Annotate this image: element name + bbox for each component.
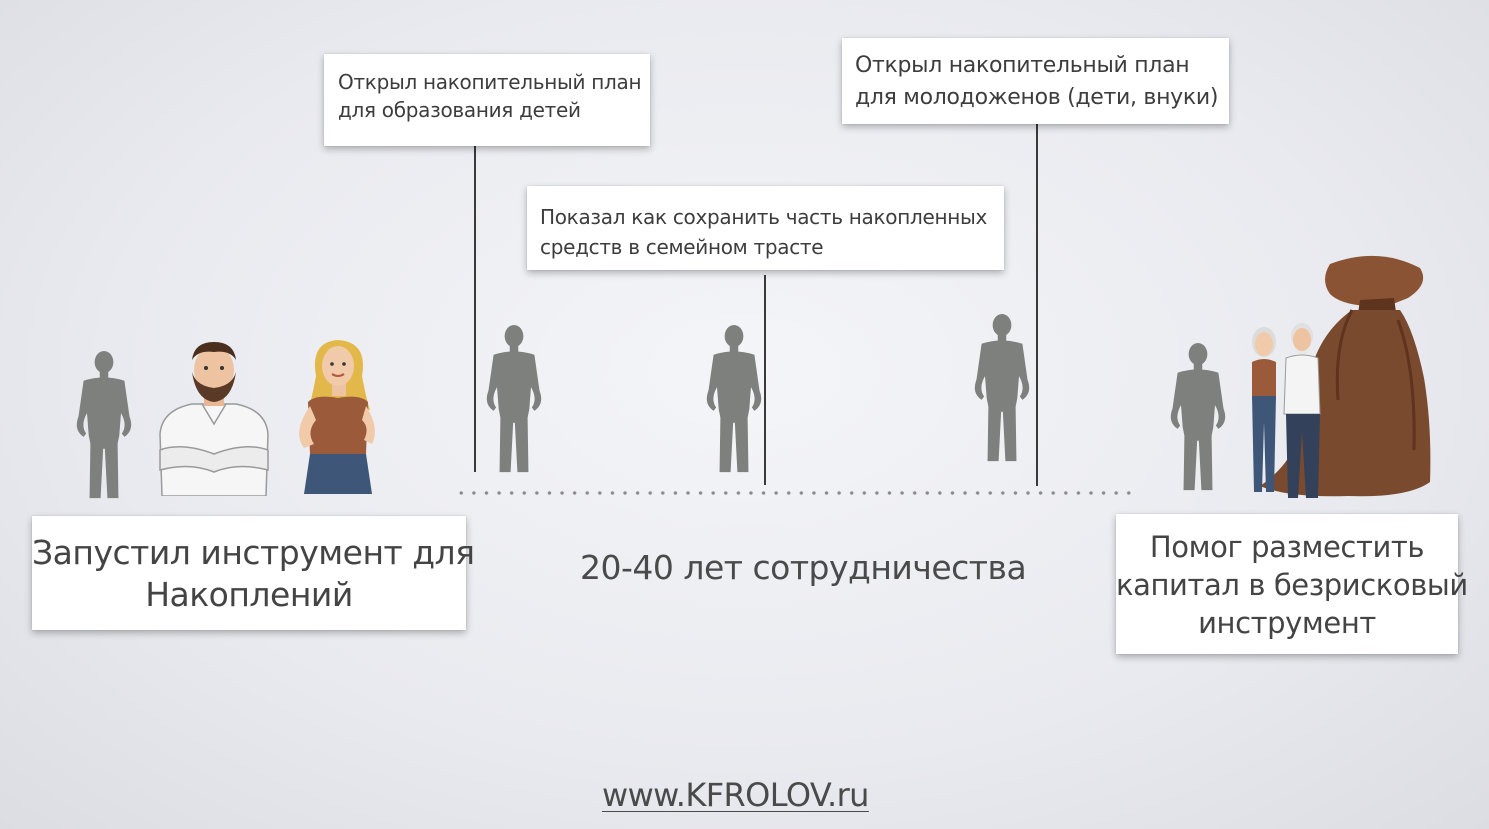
note-education-plan: Открыл накопительный план для образовани… — [324, 54, 650, 146]
website-link[interactable]: www.KFROLOV.ru — [602, 776, 869, 814]
note-line: для молодоженов (дети, внуки) — [855, 85, 1219, 110]
note-line: Открыл накопительный план — [338, 70, 642, 94]
start-box-line: Накоплений — [145, 575, 353, 614]
note-newlyweds-plan: Открыл накопительный план для молодожено… — [842, 38, 1229, 124]
blonde-woman-illustration — [299, 340, 375, 494]
duration-label: 20-40 лет сотрудничества — [580, 548, 1027, 587]
note-family-trust: Показал как сохранить часть накопленных … — [527, 186, 1004, 270]
money-bag-icon — [1260, 255, 1431, 497]
note-line: Открыл накопительный план — [855, 53, 1190, 78]
person-silhouette-icon — [70, 344, 138, 506]
person-silhouette-icon — [1164, 336, 1232, 498]
end-box-line: Помог разместить — [1149, 530, 1425, 564]
start-box: Запустил инструмент для Накоплений — [32, 516, 475, 630]
person-silhouette-icon — [480, 318, 548, 480]
person-silhouette-icon — [968, 306, 1036, 470]
note-line: для образования детей — [338, 98, 581, 122]
end-box: Помог разместить капитал в безрисковый и… — [1116, 514, 1468, 654]
person-silhouette-icon — [700, 318, 768, 480]
note-line: Показал как сохранить часть накопленных — [540, 205, 988, 229]
connector-line-education — [474, 140, 476, 472]
end-box-line: капитал в безрисковый — [1116, 568, 1468, 602]
start-box-line: Запустил инструмент для — [32, 533, 475, 572]
connector-line-trust — [764, 275, 766, 485]
elderly-couple-illustration — [1252, 323, 1321, 498]
timeline-dotted-line — [455, 491, 1135, 495]
connector-line-newlyweds — [1036, 124, 1038, 486]
end-box-line: инструмент — [1198, 606, 1376, 640]
note-line: средств в семейном трасте — [540, 235, 824, 259]
bearded-man-illustration — [159, 342, 269, 496]
